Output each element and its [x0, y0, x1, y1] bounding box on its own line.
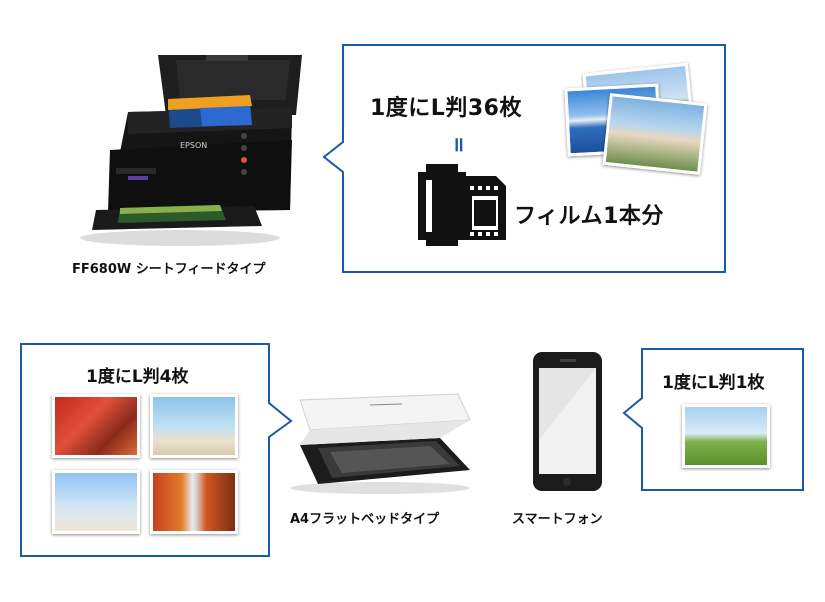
equals-sign: ॥ — [452, 132, 464, 156]
photo-mother-child — [52, 394, 140, 458]
sheetfeed-scanner-image: EPSON — [80, 55, 302, 246]
film-canister-icon — [418, 164, 506, 246]
photo-family — [602, 93, 708, 175]
photo-child-hand — [52, 470, 140, 534]
right-callout-title: 1度にL判1枚 — [662, 373, 765, 393]
ff680w-caption: FF680W シートフィードタイプ — [72, 262, 266, 277]
flatbed-caption: A4フラットベッドタイプ — [290, 512, 440, 527]
flatbed-scanner-image — [290, 393, 471, 494]
left-callout-title: 1度にL判4枚 — [86, 367, 189, 387]
smartphone-caption: スマートフォン — [512, 512, 603, 527]
photo-beach-family — [150, 394, 238, 458]
photo-waterfall-autumn — [150, 470, 238, 534]
top-callout-title: 1度にL判36枚 — [370, 96, 522, 121]
scanner-brand-label: EPSON — [180, 141, 207, 150]
top-callout-film-text: フィルム1本分 — [514, 204, 664, 229]
smartphone-image — [533, 352, 602, 491]
photo-child-grass — [682, 404, 770, 468]
